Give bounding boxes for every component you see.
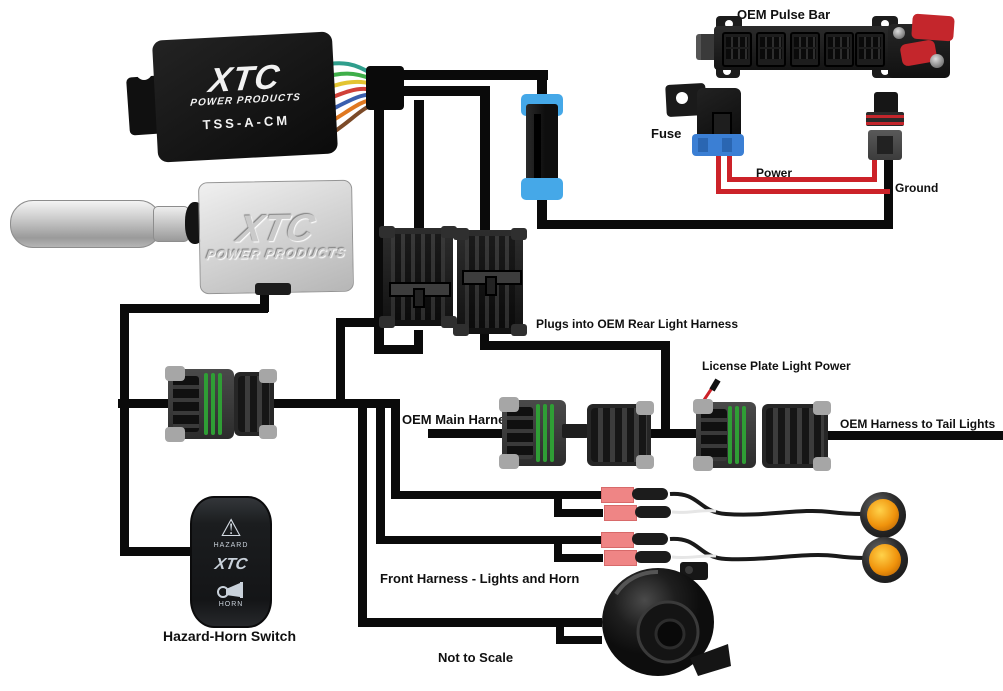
turn-signal-light — [862, 537, 908, 583]
pulse-bar-red-clip — [911, 13, 955, 42]
inline-connector — [379, 226, 457, 328]
label-front-harness: Front Harness - Lights and Horn — [380, 571, 580, 586]
wire-segment — [556, 620, 564, 644]
module-model-label: TSS-A-CM — [202, 112, 291, 133]
label-license-plate: License Plate Light Power — [702, 359, 851, 373]
label-not-to-scale: Not to Scale — [438, 650, 514, 665]
horn-label: HORN — [218, 600, 244, 608]
wire-segment — [120, 304, 268, 313]
wire-segment — [480, 341, 670, 350]
wire-segment — [554, 538, 562, 562]
power-wire — [716, 189, 890, 194]
connector-latch — [562, 424, 588, 438]
horn — [602, 562, 731, 676]
wire-segment — [376, 399, 385, 540]
wire-segment — [398, 86, 490, 96]
wire-segment — [391, 399, 400, 495]
power-connector — [864, 92, 906, 160]
label-rear-harness: Plugs into OEM Rear Light Harness — [536, 317, 739, 331]
mounting-hole — [136, 64, 152, 80]
turn-signal-lever: XTC POWER PRODUCTS — [5, 175, 355, 305]
wire-segment — [358, 618, 602, 627]
wire-segment — [556, 636, 602, 644]
power-wire — [727, 177, 877, 182]
label-power: Power — [756, 166, 793, 180]
power-wire — [872, 160, 877, 182]
label-oem-pulse-bar: OEM Pulse Bar — [737, 7, 831, 22]
wire-segment — [118, 399, 174, 408]
hazard-horn-switch: ⚠ HAZARD XTC HORN — [190, 496, 272, 628]
hazard-label: HAZARD — [213, 541, 249, 549]
brand-logo: XTC — [206, 58, 282, 101]
wire-segment — [374, 345, 423, 354]
wire-segment — [554, 493, 562, 517]
lever-housing: XTC POWER PRODUCTS — [198, 179, 354, 295]
wire-segment — [661, 341, 670, 437]
horn-icon — [217, 581, 243, 598]
control-module-body: XTC POWER PRODUCTS TSS-A-CM — [151, 31, 339, 163]
label-ground: Ground — [895, 181, 939, 195]
wire-segment — [391, 491, 603, 499]
label-hazard-horn-switch: Hazard-Horn Switch — [163, 628, 297, 644]
lever-shaft — [153, 206, 189, 242]
wire-segment — [260, 284, 269, 312]
wire-segment — [272, 399, 400, 408]
brand-sub-label: POWER PRODUCTS — [205, 244, 348, 262]
wire-junction-block — [366, 66, 404, 110]
wire-segment — [828, 431, 1003, 440]
control-module: XTC POWER PRODUCTS TSS-A-CM — [120, 28, 390, 178]
wire-segment — [120, 304, 129, 556]
wire-segment — [480, 86, 490, 234]
wire-segment — [650, 429, 704, 438]
wire-segment — [554, 509, 603, 517]
label-oem-main-harness: OEM Main Harness — [402, 412, 520, 427]
turn-signal-light — [860, 492, 906, 538]
wire-segment — [414, 100, 424, 232]
wire-segment — [358, 399, 367, 626]
label-tail-lights: OEM Harness to Tail Lights — [840, 417, 996, 431]
wire-segment — [336, 318, 345, 406]
brand-sub-label: POWER PRODUCTS — [189, 91, 301, 109]
hazard-triangle-icon: ⚠ — [220, 514, 242, 542]
lever-wire-stub — [255, 283, 291, 295]
power-wire — [727, 150, 732, 182]
wire-segment — [414, 330, 423, 354]
label-fuse: Fuse — [651, 126, 682, 141]
power-wire — [716, 150, 721, 194]
inline-connector — [453, 228, 527, 336]
wire-segment — [336, 318, 384, 327]
wire-segment — [376, 536, 603, 544]
wire-segment — [398, 70, 548, 80]
brand-logo: XTC — [213, 555, 249, 573]
wire-segment — [537, 220, 893, 229]
wire-segment — [554, 554, 603, 562]
inline-connector-blue — [521, 94, 563, 200]
brand-logo: XTC — [233, 207, 318, 252]
wire-segment — [120, 547, 196, 556]
wire-segment — [428, 429, 504, 438]
lever-handle — [10, 200, 162, 248]
